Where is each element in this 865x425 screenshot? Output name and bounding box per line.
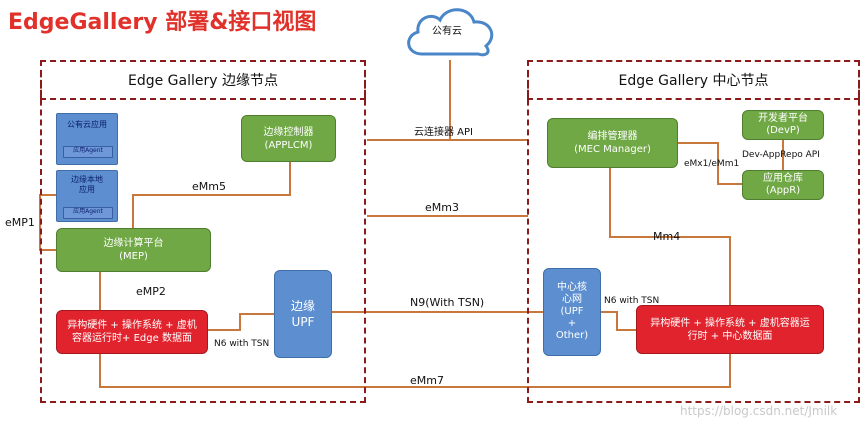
edge-upf-line2: UPF bbox=[291, 315, 315, 329]
emp1-label: eMP1 bbox=[5, 216, 35, 229]
mm4-label: Mm4 bbox=[653, 230, 681, 243]
applcm-box: 边缘控制器 (APPLCM) bbox=[241, 115, 336, 162]
edge-node-title: Edge Gallery 边缘节点 bbox=[128, 73, 278, 89]
edge-local-app-label-1: 边缘本地 bbox=[71, 175, 103, 184]
cloud-icon bbox=[407, 8, 494, 57]
mep-line1: 边缘计算平台 bbox=[103, 238, 164, 249]
emm7-line bbox=[99, 354, 731, 388]
center-infra-line2: 行时 + 中心数据面 bbox=[687, 330, 773, 342]
emp2-label: eMP2 bbox=[136, 285, 166, 298]
mec-manager-box: 编排管理器 (MEC Manager) bbox=[547, 118, 678, 168]
mec-manager-line2: (MEC Manager) bbox=[574, 144, 651, 155]
n6-right-label: N6 with TSN bbox=[604, 296, 660, 306]
center-node-title: Edge Gallery 中心节点 bbox=[618, 73, 769, 89]
core-net-line5: Other) bbox=[555, 330, 589, 341]
public-cloud-app-agent: 应用Agent bbox=[63, 146, 113, 158]
core-net-line4: + bbox=[567, 318, 577, 329]
emm5-line bbox=[132, 162, 291, 228]
emm3-label: eMm3 bbox=[425, 201, 459, 214]
core-network-box: 中心核 心网 (UPF + Other) bbox=[543, 268, 601, 356]
cloud-label: 公有云 bbox=[432, 26, 462, 37]
edge-upf-box: 边缘 UPF bbox=[274, 270, 332, 358]
applcm-line1: 边缘控制器 bbox=[263, 126, 314, 138]
edge-local-app-label-2: 应用 bbox=[79, 185, 95, 194]
devp-line2: (DevP) bbox=[766, 125, 800, 136]
public-cloud-app-box: 公有云应用 应用Agent bbox=[56, 113, 118, 165]
emx1-emm1-label: eMx1/eMm1 bbox=[684, 159, 740, 169]
edge-local-app-box: 边缘本地 应用 应用Agent bbox=[56, 170, 118, 222]
edge-upf-line1: 边缘 bbox=[290, 299, 315, 313]
dev-apprepo-api-label: Dev-AppRepo API bbox=[742, 150, 820, 160]
emx1-line bbox=[678, 142, 742, 185]
page-title: EdgeGallery 部署&接口视图 bbox=[8, 10, 317, 35]
mep-box: 边缘计算平台 (MEP) bbox=[56, 228, 211, 272]
core-net-line3: (UPF bbox=[560, 306, 584, 317]
public-cloud-app-label: 公有云应用 bbox=[67, 120, 107, 129]
n6-right-line bbox=[601, 311, 636, 331]
emm5-label: eMm5 bbox=[192, 180, 226, 193]
mm4-line bbox=[609, 168, 731, 305]
appr-line2: (AppR) bbox=[765, 185, 801, 196]
core-net-line2: 心网 bbox=[562, 294, 582, 305]
watermark: https://blog.csdn.net/Jmilk bbox=[680, 404, 838, 418]
applcm-line2: (APPLCM) bbox=[264, 139, 313, 151]
devp-line1: 开发者平台 bbox=[758, 113, 808, 124]
n6-left-label: N6 with TSN bbox=[214, 339, 270, 349]
center-infra-box: 异构硬件 + 操作系统 + 虚机容器运 行时 + 中心数据面 bbox=[636, 305, 824, 354]
edge-infra-text: 异构硬件 + 操作系统 + 虚机容器运行时+ Edge 数据面 bbox=[67, 320, 197, 344]
core-net-line1: 中心核 bbox=[557, 282, 587, 293]
mec-manager-line1: 编排管理器 bbox=[587, 131, 638, 142]
center-node-header bbox=[527, 60, 860, 100]
n9-label: N9(With TSN) bbox=[410, 296, 485, 309]
edge-infra-box: 异构硬件 + 操作系统 + 虚机容器运行时+ Edge 数据面 bbox=[56, 310, 208, 354]
cloud-connector-api-label: 云连接器 API bbox=[414, 127, 473, 138]
n6-left-line bbox=[208, 313, 275, 331]
edge-node-header bbox=[40, 60, 366, 100]
devp-box: 开发者平台 (DevP) bbox=[742, 110, 824, 140]
mep-line2: (MEP) bbox=[119, 251, 148, 262]
emm7-label: eMm7 bbox=[410, 374, 444, 387]
edge-local-app-agent: 应用Agent bbox=[63, 207, 113, 219]
appr-box: 应用仓库 (AppR) bbox=[742, 170, 824, 200]
center-infra-line1: 异构硬件 + 操作系统 + 虚机容器运 bbox=[650, 317, 810, 329]
appr-line1: 应用仓库 bbox=[763, 173, 803, 184]
